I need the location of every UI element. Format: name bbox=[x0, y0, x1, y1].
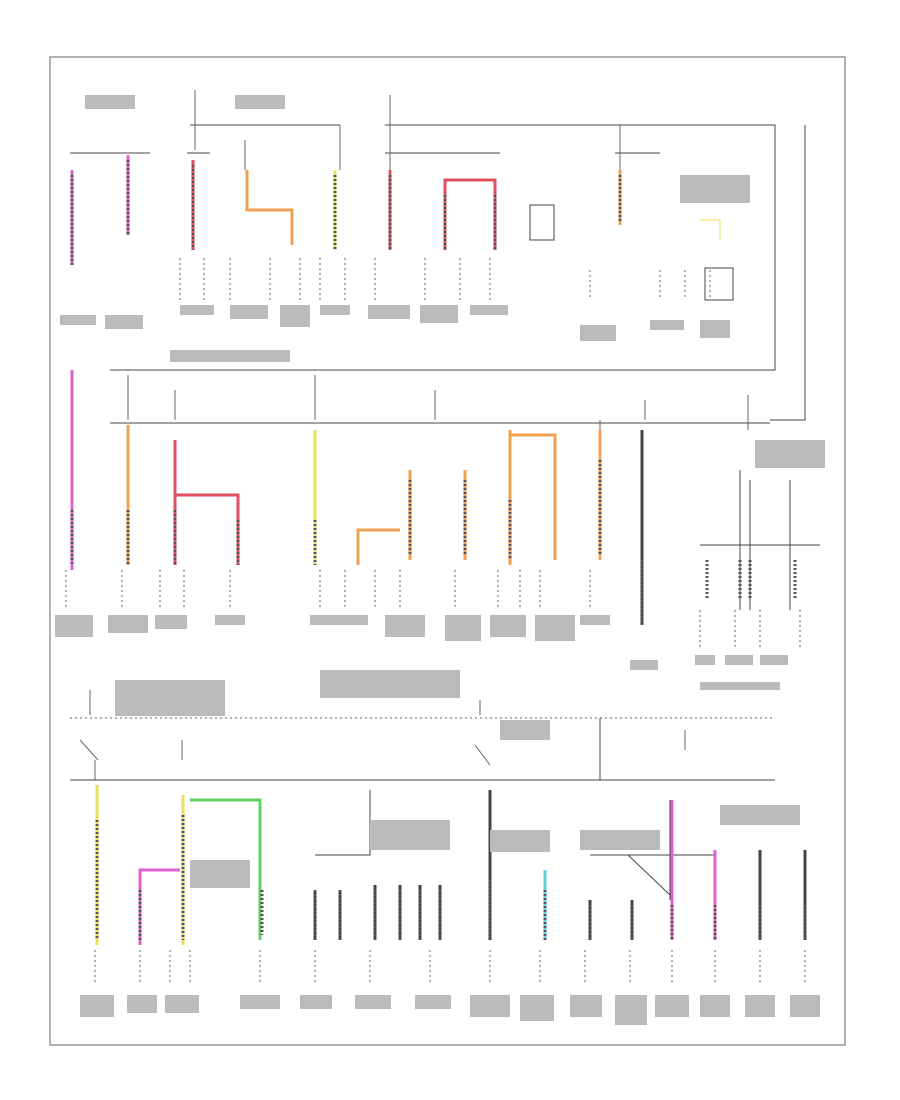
bottom-stubs-2 bbox=[314, 950, 541, 985]
wire-pink-5 bbox=[670, 800, 717, 940]
module-wires bbox=[700, 470, 820, 610]
component-stubs-3 bbox=[374, 258, 491, 300]
bottom-right-branch bbox=[590, 800, 715, 900]
middle-section bbox=[55, 350, 825, 690]
wire-pink-4 bbox=[138, 868, 180, 945]
wire-orange-6 bbox=[508, 430, 557, 565]
component-stubs-4 bbox=[589, 270, 711, 300]
bottom-bus bbox=[70, 718, 775, 781]
bottom-stubs bbox=[94, 950, 261, 985]
fuse-drops bbox=[194, 90, 621, 170]
diagram-frame bbox=[49, 56, 846, 1046]
middle-fuses bbox=[127, 375, 749, 430]
relay-box bbox=[529, 204, 555, 241]
component-stubs-2 bbox=[269, 258, 346, 300]
middle-stubs-2 bbox=[319, 570, 591, 610]
wire-black-3 bbox=[588, 850, 807, 940]
bottom-stubs-3 bbox=[584, 950, 806, 985]
middle-stubs bbox=[65, 570, 231, 610]
right-feed bbox=[770, 125, 806, 421]
top-section bbox=[60, 90, 806, 421]
top-bus bbox=[110, 124, 776, 371]
component-stubs bbox=[179, 258, 231, 300]
wire-red-4 bbox=[173, 440, 240, 565]
bottom-labels bbox=[80, 670, 820, 1025]
wire-yellow-2 bbox=[700, 219, 721, 240]
wire-green-1 bbox=[190, 798, 262, 940]
bottom-switches bbox=[79, 690, 491, 780]
middle-labels bbox=[55, 350, 825, 690]
bottom-fuses bbox=[181, 730, 686, 760]
bottom-section bbox=[70, 670, 820, 1025]
module-stubs bbox=[699, 610, 801, 650]
bottom-branch bbox=[315, 790, 371, 856]
wire-orange-1 bbox=[245, 170, 294, 245]
module-box bbox=[704, 267, 734, 301]
top-labels bbox=[60, 95, 750, 341]
wire-orange-4 bbox=[356, 470, 412, 565]
wire-red-3 bbox=[443, 178, 497, 250]
connector-markers bbox=[70, 160, 807, 940]
